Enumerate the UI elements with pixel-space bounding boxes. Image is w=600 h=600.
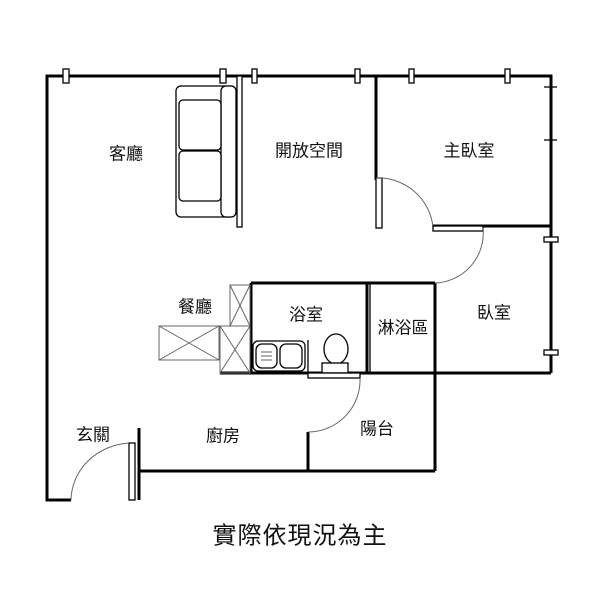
room-label-master-bedroom: 主臥室 [443, 141, 495, 162]
partition [236, 75, 243, 228]
caption: 實際依現況為主 [212, 521, 388, 550]
room-label-kitchen: 廚房 [206, 426, 240, 447]
room-label-balcony: 陽台 [360, 419, 394, 440]
sofa-icon [175, 85, 237, 218]
room-label-open-space: 開放空間 [275, 141, 343, 162]
room-label-dining-room: 餐廳 [178, 297, 212, 318]
room-label-bedroom: 臥室 [477, 303, 511, 324]
dining-table [158, 284, 251, 374]
room-label-living-room: 客廳 [109, 144, 143, 165]
walls [45, 74, 553, 502]
bathroom-door[interactable] [307, 372, 361, 433]
room-label-entrance: 玄關 [76, 425, 110, 446]
room-label-shower-area: 淋浴區 [377, 318, 429, 339]
windows [62, 68, 559, 356]
room-label-bathroom: 浴室 [289, 305, 323, 326]
sink-icon [252, 340, 309, 373]
master-bedroom-door[interactable] [375, 177, 484, 284]
toilet-icon [321, 333, 349, 374]
entrance-door[interactable] [70, 442, 136, 501]
